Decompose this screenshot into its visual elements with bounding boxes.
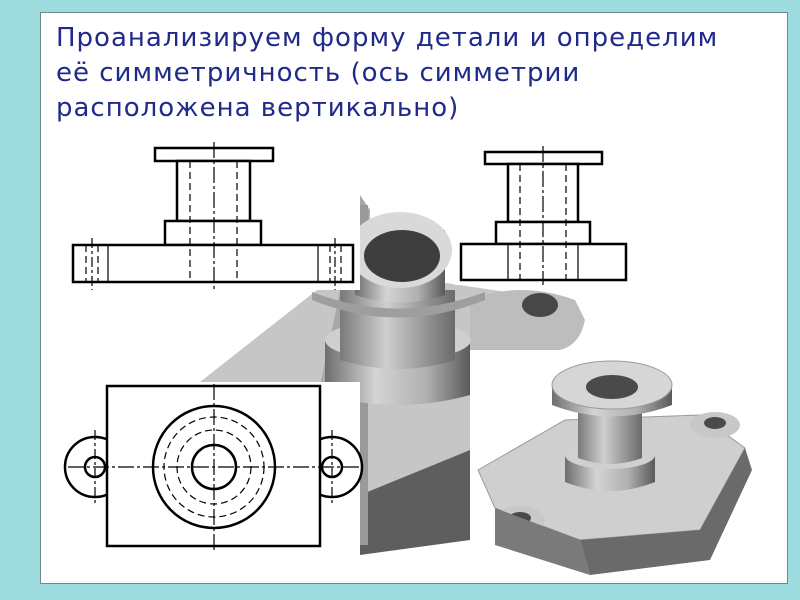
title-line-3: расположена вертикально) [56, 93, 460, 123]
full-plate-side-right [580, 448, 752, 575]
full-flange-hole [586, 375, 638, 399]
top-view-drawing [60, 382, 364, 552]
closeup-top-hole [364, 230, 440, 282]
full-lug-right-hole [704, 417, 726, 429]
side-view-drawing [455, 145, 635, 285]
slide-title: Проанализируем форму детали и определим … [56, 21, 776, 126]
title-line-2: её симметричность (ось симметрии [56, 58, 581, 88]
front-view-drawing [60, 140, 360, 290]
title-line-1: Проанализируем форму детали и определим [56, 23, 719, 53]
front-base [71, 243, 355, 284]
front-collar [163, 219, 263, 247]
closeup-flange [312, 292, 485, 318]
full-plate-side-front [495, 508, 590, 575]
closeup-plate-side [360, 450, 470, 555]
3d-model-full [470, 350, 785, 580]
closeup-lug-hole [522, 293, 558, 317]
full-body [578, 410, 642, 464]
